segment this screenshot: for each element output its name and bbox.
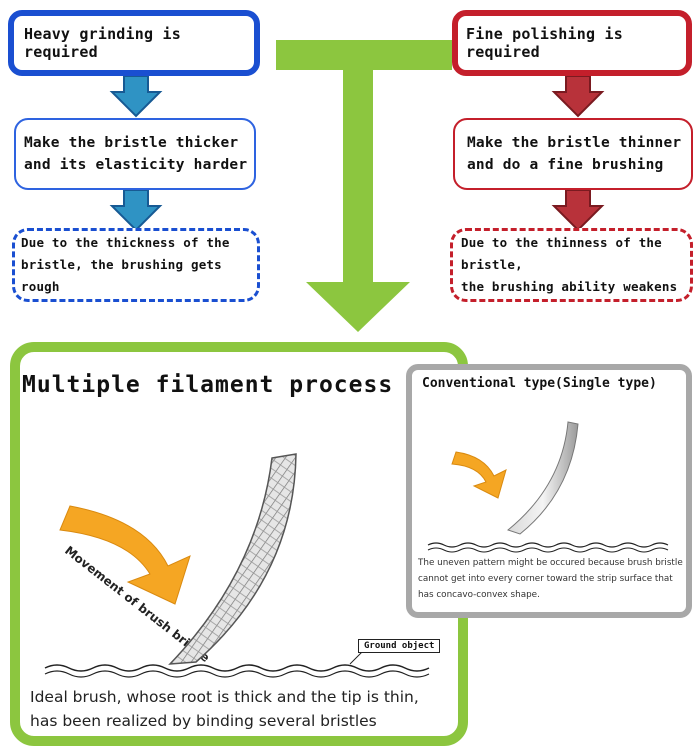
fine-polishing-text: Fine polishing is required	[466, 25, 623, 61]
green-t-arrowhead	[306, 282, 410, 332]
fine-polishing-box: Fine polishing is required	[452, 10, 692, 76]
multiple-filament-panel	[10, 342, 468, 746]
multi-ground-line-2	[44, 670, 430, 678]
conventional-ground-line	[427, 542, 669, 548]
ideal-brush-line-1: Ideal brush, whose root is thick and the…	[30, 688, 419, 706]
ground-object-label: Ground object	[358, 639, 441, 653]
conventional-ground-line-2	[427, 547, 669, 553]
rough-brushing-box: Due to the thickness of the bristle, the…	[12, 228, 260, 302]
multi-filament-bristle	[168, 453, 297, 665]
thinner-bristle-box: Make the bristle thinner and do a fine b…	[453, 118, 693, 190]
blue-down-arrow-2	[109, 189, 163, 232]
thinner-line-2: and do a fine brushing	[467, 157, 664, 173]
thicker-line-2: and its elasticity harder	[24, 157, 248, 173]
movement-arrow-icon	[59, 505, 191, 605]
red-down-arrow-2	[551, 189, 605, 232]
rough-line-2: bristle, the brushing gets rough	[21, 257, 222, 294]
heavy-grinding-text: Heavy grinding is required	[24, 25, 181, 61]
green-t-stem	[343, 66, 373, 284]
ground-label-leader	[349, 651, 363, 665]
weakens-line-2: the brushing ability weakens	[461, 279, 678, 294]
red-down-arrow-1	[551, 75, 605, 118]
rough-line-1: Due to the thickness of the	[21, 235, 230, 250]
heavy-grinding-box: Heavy grinding is required	[8, 10, 260, 76]
conventional-type-title: Conventional type(Single type)	[422, 376, 657, 391]
multiple-filament-title: Multiple filament process	[22, 372, 394, 398]
weakens-box: Due to the thinness of the bristle, the …	[450, 228, 693, 302]
thinner-line-1: Make the bristle thinner	[467, 135, 682, 151]
thicker-bristle-box: Make the bristle thicker and its elastic…	[14, 118, 256, 190]
green-t-bar	[276, 40, 452, 70]
thicker-line-1: Make the bristle thicker	[24, 135, 239, 151]
conventional-note: The uneven pattern might be occured beca…	[418, 558, 683, 600]
weakens-line-1: Due to the thinness of the bristle,	[461, 235, 662, 272]
multi-ground-line	[44, 664, 430, 672]
conventional-movement-arrow-icon	[451, 451, 507, 499]
blue-down-arrow-1	[109, 75, 163, 118]
ideal-brush-line-2: has been realized by binding several bri…	[30, 712, 377, 730]
single-bristle	[506, 421, 579, 535]
